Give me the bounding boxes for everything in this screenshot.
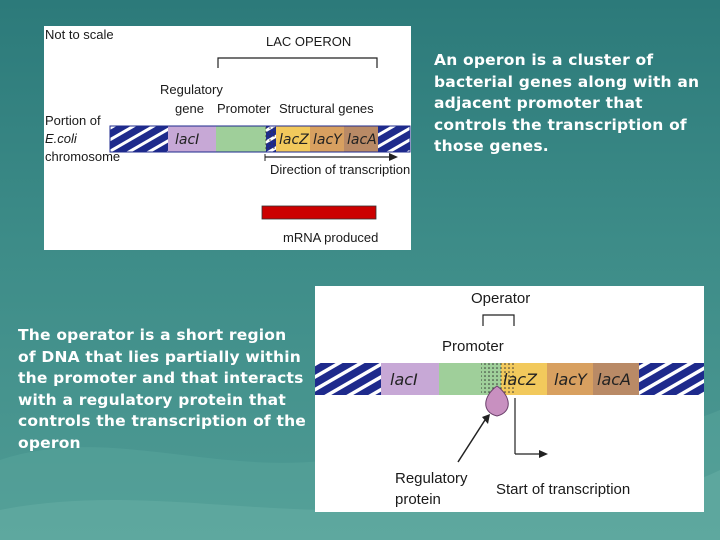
start-arrow-head (539, 450, 548, 458)
portion-label-2: E.coli (45, 131, 78, 146)
lacz-label: lacZ (279, 132, 309, 148)
mrna-label: mRNA produced (283, 230, 378, 245)
lacz-gene (276, 126, 310, 152)
lacy-gene-2 (547, 363, 593, 395)
operon-bracket (217, 57, 378, 68)
lacy-label: lacY (313, 132, 343, 148)
operator-dotted-b (501, 363, 515, 395)
laci-label-2: lacI (390, 370, 418, 389)
operon-definition-text: An operon is a cluster of bacterial gene… (434, 51, 700, 155)
promoter-label: Promoter (217, 101, 271, 116)
regulatory-protein-label-1: Regulatory (395, 470, 468, 487)
direction-label: Direction of transcription (270, 162, 410, 177)
lacy-label-2: lacY (554, 370, 588, 389)
promoter-label-2: Promoter (442, 338, 504, 355)
structural-genes-label: Structural genes (279, 101, 374, 116)
lac-operon-diagram: Not to scale LAC OPERON Regulatory gene … (44, 26, 411, 250)
lacz-label-2: lacZ (503, 370, 538, 389)
portion-label-1: Portion of (45, 113, 101, 128)
laci-label: lacI (175, 132, 199, 148)
portion-label-3: chromosome (45, 149, 120, 164)
regulatory-protein-label-2: protein (395, 491, 441, 508)
operator-label: Operator (471, 290, 530, 307)
not-to-scale-label: Not to scale (45, 27, 114, 42)
regulatory-gene-label-2: gene (175, 101, 204, 116)
lacy-gene (310, 126, 344, 152)
chromosome-outline (109, 125, 411, 153)
laca-label: lacA (347, 132, 377, 148)
protein-pointer-line (457, 419, 486, 463)
promoter-region (216, 126, 266, 152)
promoter-dotted (264, 126, 276, 152)
lac-operon-title: LAC OPERON (266, 34, 351, 49)
laca-gene (344, 126, 378, 152)
laca-label-2: lacA (597, 370, 631, 389)
operator-diagram: Operator Promoter lacI lacZ lacY lacA Re… (315, 286, 704, 512)
regulatory-protein-shape (485, 385, 509, 417)
protein-pointer-head (482, 414, 490, 424)
mrna-bar (261, 205, 377, 220)
regulatory-gene-label-1: Regulatory (160, 82, 223, 97)
laci-gene-2 (381, 363, 439, 395)
laca-gene-2 (593, 363, 639, 395)
laci-gene (168, 126, 216, 152)
start-transcription-label: Start of transcription (496, 481, 630, 498)
operator-bracket (482, 314, 515, 326)
direction-arrow-head (389, 153, 398, 161)
operator-definition-text: The operator is a short region of DNA th… (18, 326, 307, 452)
